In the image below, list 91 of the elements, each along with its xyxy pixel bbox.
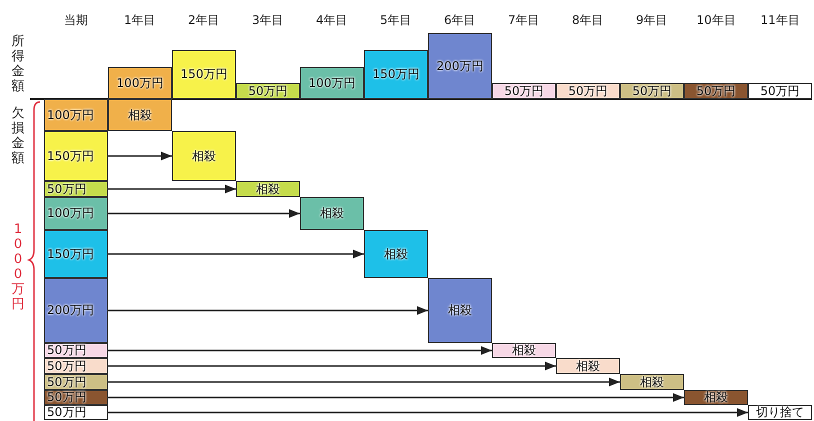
column-header: 当期 [64,12,88,29]
amount-text: 100万円 [116,76,164,90]
result-text: 相殺 [512,344,536,357]
income-bar [492,83,556,99]
column-header: 10年目 [696,12,736,29]
amount-text: 100万円 [47,207,94,220]
offset-box [684,390,748,405]
loss-bar [44,358,108,374]
income-bar [364,50,428,99]
offset-box [428,278,492,343]
result-text: 相殺 [320,207,344,220]
loss-bar [44,405,108,420]
income-bar [748,83,812,99]
loss-bar [44,181,108,197]
amount-text: 50万円 [632,84,672,98]
amount-text: 50万円 [47,406,86,419]
result-text: 相殺 [192,150,216,162]
amount-text: 100万円 [308,76,356,90]
amount-text: 150万円 [372,68,420,81]
column-header: 8年目 [572,12,604,29]
arrow [108,362,556,370]
amount-text: 150万円 [47,150,94,162]
income-bar [108,67,172,99]
loss-bar [44,99,108,131]
amount-text: 50万円 [47,182,86,196]
amount-text: 50万円 [47,344,86,357]
loss-bar [44,278,108,343]
column-header: 11年目 [760,12,800,29]
amount-text: 200万円 [47,304,94,317]
amount-text: 100万円 [47,108,94,122]
amount-text: 150万円 [47,248,94,260]
amount-text: 200万円 [436,60,484,72]
offset-box [492,343,556,358]
amount-text: 50万円 [47,391,86,404]
column-header: 4年目 [316,12,348,29]
income-bar [236,83,300,99]
loss-bar [44,374,108,390]
income-bar [428,33,492,99]
total-label: 1000万円 [11,222,25,312]
amount-text: 50万円 [568,84,608,98]
amount-text: 150万円 [180,68,228,81]
discard-box [748,405,812,420]
column-header: 5年目 [380,12,412,29]
income-bar [172,50,236,99]
arrow [108,152,172,160]
arrow [108,408,748,417]
result-text: 相殺 [448,304,472,317]
amount-text: 50万円 [248,84,288,98]
loss-bar [44,230,108,278]
axis-title: 所得金額 [11,34,25,94]
amount-text: 50万円 [760,84,800,98]
arrow [108,250,364,258]
arrow [108,346,492,355]
offset-box [236,181,300,197]
income-bar [620,83,684,99]
result-text: 相殺 [384,248,408,260]
arrow [108,393,684,402]
amount-text: 50万円 [696,84,736,98]
offset-box [620,374,684,390]
amount-text: 50万円 [504,84,544,98]
offset-box [172,131,236,181]
loss-bar [44,131,108,181]
result-text: 相殺 [256,182,280,196]
income-bar [300,67,364,99]
arrow [108,378,620,386]
result-text: 相殺 [128,108,152,122]
arrow [108,306,428,315]
loss-bar [44,390,108,405]
axis-title: 欠損金額 [11,106,25,166]
offset-box [556,358,620,374]
column-header: 9年目 [636,12,668,29]
income-bar [684,83,748,99]
result-text: 相殺 [704,391,728,404]
column-header: 6年目 [444,12,476,29]
loss-bar [44,343,108,358]
result-text: 切り捨て [756,406,804,419]
result-text: 相殺 [576,360,600,372]
column-header: 3年目 [252,12,284,29]
column-header: 2年目 [188,12,220,29]
result-text: 相殺 [640,376,664,388]
offset-box [364,230,428,278]
loss-bar [44,197,108,230]
offset-box [108,99,172,131]
offset-box [300,197,364,230]
column-header: 7年目 [508,12,540,29]
amount-text: 50万円 [47,376,86,388]
income-bar [556,83,620,99]
amount-text: 50万円 [47,360,86,372]
arrow [108,184,236,194]
column-header: 1年目 [124,12,156,29]
arrow [108,209,300,218]
